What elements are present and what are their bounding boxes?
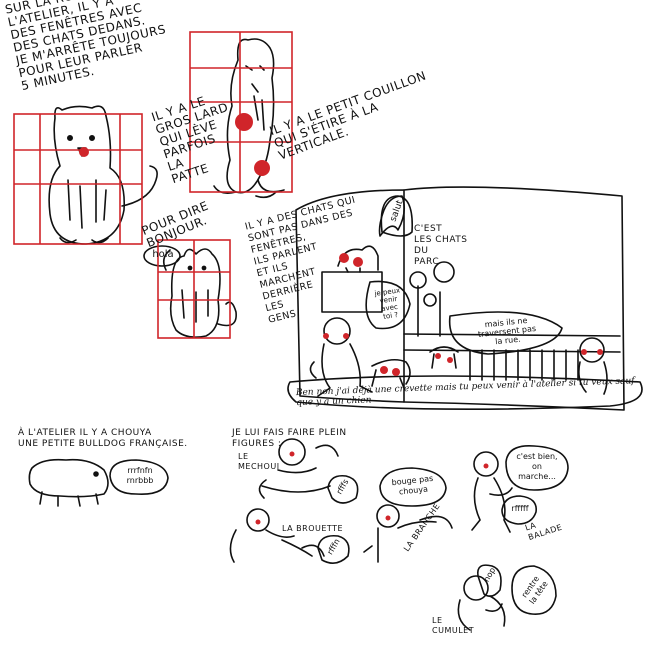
brouette-drawing (229, 508, 325, 563)
hola-cat-drawing (162, 248, 237, 338)
rrr-bubble: rrrfnfn rnrbbb (126, 466, 154, 485)
stretching-cat-drawing (213, 38, 285, 199)
bulldog-text: À L'ATELIER IL Y A CHOUYA UNE PETITE BUL… (18, 428, 188, 449)
cumulet-label: LE CUMULET (432, 616, 475, 635)
hola-bubble: hola (152, 249, 174, 260)
walking-dog-drawing (371, 358, 411, 389)
mechoui-label: LE MECHOUI (238, 452, 280, 471)
cumulet-drawing (457, 575, 506, 631)
figures-text: JE LUI FAIS FAIRE PLEIN FIGURES : (232, 428, 347, 449)
je-peux-bubble: je peux venir avec toi ? (373, 286, 401, 321)
walking-person-drawing (309, 317, 373, 397)
cest-bien-bubble: c'est bien, on marche... (516, 452, 558, 481)
red-window-frames (13, 31, 293, 339)
park-trees-drawing (409, 261, 455, 337)
mechoui-drawing (258, 438, 339, 499)
balade-drawing (471, 451, 513, 533)
red-spots (79, 113, 603, 525)
chats-du-parc-text: C'EST LES CHATS DU PARC (414, 224, 468, 267)
brouette-label: LA BROUETTE (282, 524, 344, 533)
branche-drawing (363, 504, 453, 563)
rfff2-bubble: rfffff (511, 504, 529, 513)
bulldog-drawing (28, 458, 109, 507)
